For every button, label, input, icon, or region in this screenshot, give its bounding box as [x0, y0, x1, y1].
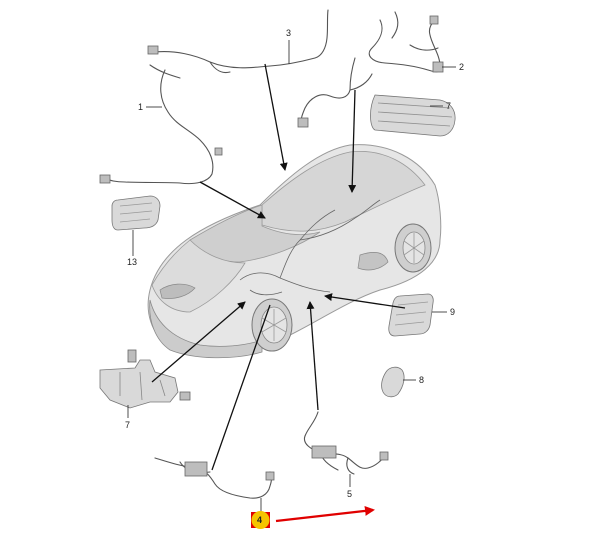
callout-label-7-bracket: 7	[125, 420, 130, 430]
part-13-control-unit	[111, 195, 161, 231]
car-rear-wheel	[394, 223, 432, 273]
callout-label-9: 9	[450, 307, 455, 317]
harness-5	[303, 411, 389, 475]
part-8-pad	[381, 366, 405, 398]
callout-5: 5	[347, 474, 352, 499]
callout-label-8: 8	[419, 375, 424, 385]
callout-label-2: 2	[459, 62, 464, 72]
callout-7-bracket: 7	[125, 405, 130, 430]
pointer-arrow	[275, 505, 375, 523]
car-wiring	[239, 199, 381, 296]
harness-2	[368, 11, 444, 73]
callout-label-4: 4	[257, 515, 262, 525]
callout-label-1: 1	[138, 102, 143, 112]
car-front-bumper	[149, 299, 263, 359]
assembly-arrows	[151, 63, 406, 471]
car-front-wheel	[251, 298, 293, 352]
car-illustration	[147, 144, 442, 359]
part-9-module	[388, 293, 434, 337]
callout-7-top: 7	[430, 101, 451, 111]
callout-2: 2	[442, 62, 464, 72]
harness-1	[99, 9, 329, 185]
callout-label-13: 13	[127, 257, 137, 267]
highlight-marker	[251, 511, 270, 529]
part-7-top	[370, 94, 456, 137]
callout-9: 9	[432, 307, 455, 317]
harness-4	[154, 457, 275, 499]
car-side-intake	[357, 252, 389, 271]
callout-label-7-top: 7	[446, 101, 451, 111]
callout-1: 1	[138, 102, 162, 112]
callout-label-3: 3	[286, 28, 291, 38]
callout-8: 8	[403, 375, 424, 385]
car-headlight	[159, 283, 196, 299]
car-roof	[261, 151, 426, 232]
callout-4-highlighted[interactable]: 4	[251, 498, 375, 529]
callout-13: 13	[127, 230, 137, 267]
callout-3: 3	[286, 28, 291, 64]
harness-3	[297, 57, 373, 128]
part-7-bracket	[99, 349, 191, 409]
callout-label-5: 5	[347, 489, 352, 499]
